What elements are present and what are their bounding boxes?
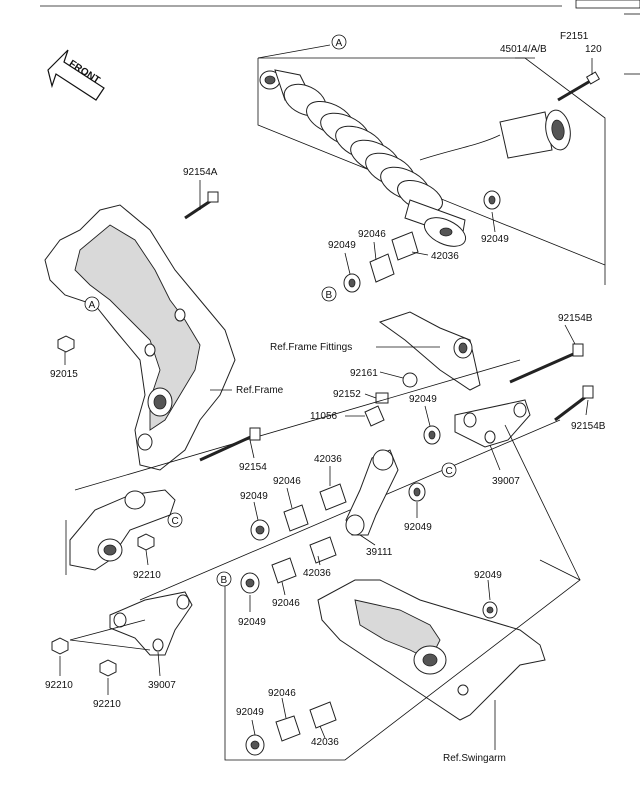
label-92049-midl: 92049 <box>240 491 268 502</box>
figure-code: F2151 <box>560 31 589 42</box>
label-92161: 92161 <box>350 368 378 379</box>
collar-42036-low <box>309 536 337 564</box>
label-39007-right: 39007 <box>492 476 520 487</box>
swingarm <box>317 579 546 721</box>
frame-fittings-bracket <box>378 311 481 391</box>
label-92049-top-r: 92049 <box>481 234 509 245</box>
label-92152: 92152 <box>333 389 361 400</box>
label-42036-top: 42036 <box>431 251 459 262</box>
leader-lines <box>59 57 593 750</box>
svg-text:C: C <box>446 466 453 477</box>
label-92049-top-l: 92049 <box>328 240 356 251</box>
label-92049-low: 92049 <box>238 617 266 628</box>
svg-text:A: A <box>89 300 96 311</box>
label-92154A: 92154A <box>183 167 218 178</box>
plate-39007-right <box>454 399 531 448</box>
svg-text:A: A <box>336 38 343 49</box>
callout-circle-b-mid: B <box>216 571 232 587</box>
callout-circle-b-top: B <box>321 286 337 302</box>
ref-frame-fittings: Ref.Frame Fittings <box>270 342 352 353</box>
label-92015: 92015 <box>50 369 78 380</box>
seal-11056 <box>364 405 385 427</box>
label-45014: 45014/A/B <box>500 44 547 55</box>
bearing-92046-mid <box>283 504 309 532</box>
collar-42036-top <box>391 231 419 261</box>
collar-92161 <box>402 372 418 388</box>
front-arrow-icon: FRONT <box>47 49 105 101</box>
ref-frame: Ref.Frame <box>236 385 284 396</box>
corner-box <box>575 0 640 9</box>
callout-circle-c-right: C <box>441 462 457 478</box>
label-42036-low: 42036 <box>303 568 331 579</box>
collar-42036-bot <box>309 701 337 729</box>
label-120: 120 <box>585 44 602 55</box>
label-92154: 92154 <box>239 462 267 473</box>
label-11056: 11056 <box>310 411 338 422</box>
label-39111: 39111 <box>366 547 393 558</box>
label-92046-top: 92046 <box>358 229 386 240</box>
label-92154B-top: 92154B <box>558 313 593 324</box>
label-92046-bot: 92046 <box>268 688 296 699</box>
shock-absorber <box>259 69 571 247</box>
plate-39007-left <box>109 591 193 656</box>
svg-text:B: B <box>221 575 228 586</box>
label-42036-mid: 42036 <box>314 454 342 465</box>
label-92049-bot: 92049 <box>236 707 264 718</box>
rocker-arm-39111 <box>345 449 399 536</box>
nut-92210-b <box>99 659 117 677</box>
label-92154B-right: 92154B <box>571 421 606 432</box>
collar-42036-mid <box>319 483 347 511</box>
label-39007-left: 39007 <box>148 680 176 691</box>
label-92049-right: 92049 <box>474 570 502 581</box>
label-92210-a: 92210 <box>45 680 73 691</box>
bolt-92154B-upper <box>509 343 584 384</box>
label-92046-mid: 92046 <box>273 476 301 487</box>
bearing-92046-bot <box>275 715 301 742</box>
lower-frame-part <box>65 489 176 575</box>
bolt-120 <box>557 71 601 102</box>
label-92049-c: 92049 <box>404 522 432 533</box>
bearing-92046-low <box>271 557 297 584</box>
label-92049-mid: 92049 <box>409 394 437 405</box>
ref-swingarm: Ref.Swingarm <box>443 753 506 764</box>
nut-92015 <box>57 335 75 353</box>
callout-circle-a-frame: A <box>84 296 100 312</box>
bolt-92154B-right <box>554 385 594 422</box>
nut-92210-left <box>137 533 155 551</box>
frame-bracket <box>44 204 236 471</box>
callout-circle-a-top: A <box>331 34 347 50</box>
svg-text:B: B <box>326 290 333 301</box>
label-92046-low: 92046 <box>272 598 300 609</box>
label-92210-left: 92210 <box>133 570 161 581</box>
bolt-92154A <box>184 191 219 220</box>
svg-text:C: C <box>172 516 179 527</box>
label-42036-bot: 42036 <box>311 737 339 748</box>
label-92210-b: 92210 <box>93 699 121 710</box>
callout-circle-c-left: C <box>167 512 183 528</box>
nut-92210-a <box>51 637 69 655</box>
bolt-92154 <box>199 427 261 462</box>
bearing-92046-top <box>369 253 395 283</box>
